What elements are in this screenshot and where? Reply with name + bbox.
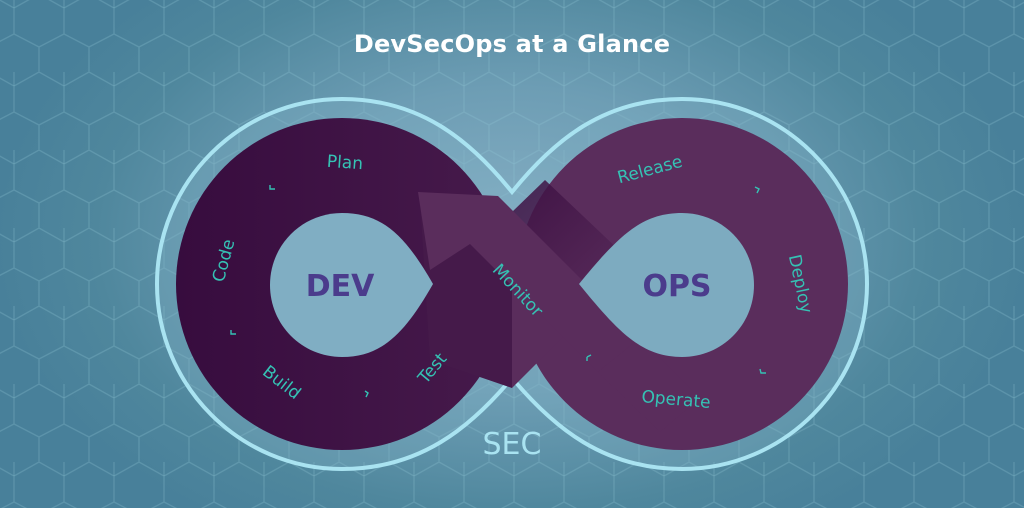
chevron-icon: [754, 186, 760, 194]
ops-label: OPS: [642, 269, 711, 304]
dev-label: DEV: [306, 269, 375, 304]
chevron-markers: [230, 185, 766, 398]
ops-hole: [579, 213, 754, 357]
chevron-icon: [269, 185, 275, 190]
monitor-band: [418, 192, 700, 432]
chevron-icon: [230, 330, 236, 335]
chevron-icon: [759, 368, 766, 374]
chevron-icon: [364, 390, 369, 398]
chevron-icon: [586, 354, 592, 358]
dev-hole: [270, 213, 433, 357]
page-title: DevSecOps at a Glance: [353, 30, 671, 58]
sec-label: SEC: [483, 427, 542, 462]
stage-plan: Plan: [326, 152, 363, 174]
